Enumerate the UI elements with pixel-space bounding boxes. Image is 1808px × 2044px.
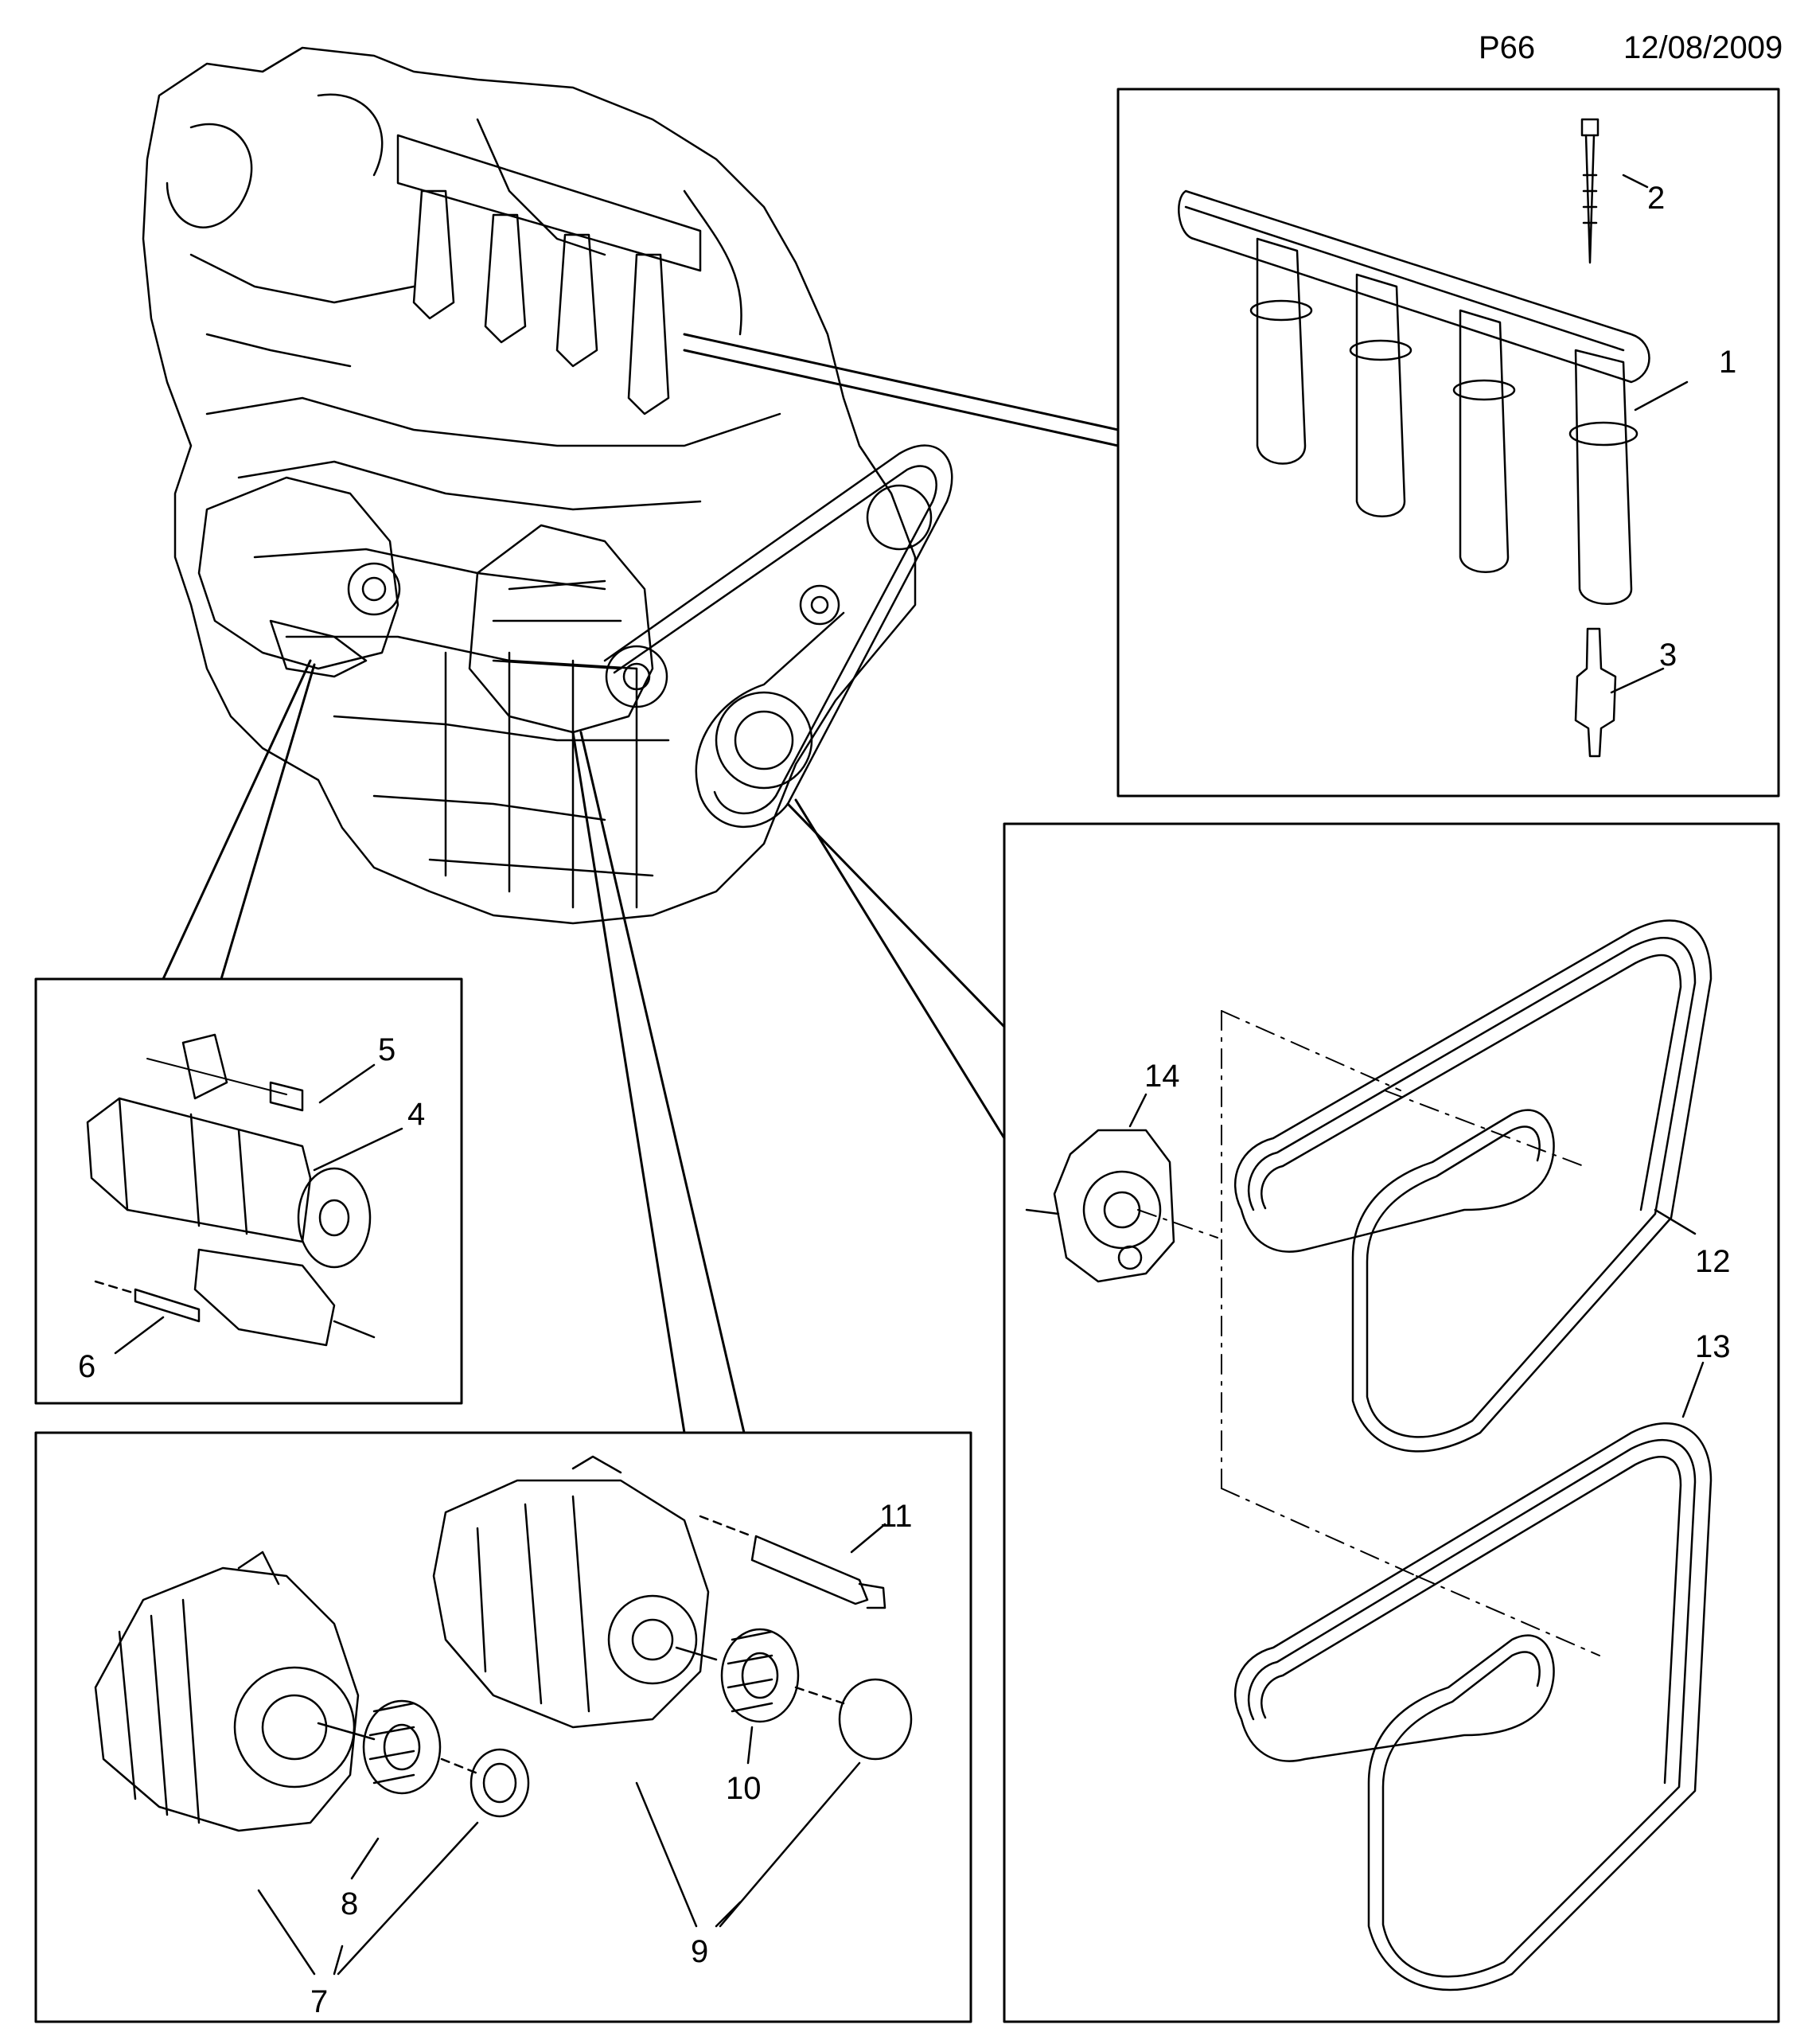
leader-11 bbox=[850, 1523, 886, 1554]
callout-6: 6 bbox=[78, 1349, 95, 1384]
callout-1: 1 bbox=[1719, 345, 1736, 380]
tensioner-illustration bbox=[1025, 1129, 1175, 1283]
callout-4: 4 bbox=[407, 1097, 425, 1132]
callout-7: 7 bbox=[310, 1984, 328, 2019]
callout-13: 13 bbox=[1695, 1329, 1731, 1364]
alternator-detail-box bbox=[34, 1431, 972, 2023]
callout-10: 10 bbox=[726, 1771, 762, 1806]
belt-detail-box bbox=[1003, 822, 1780, 2023]
leader-5 bbox=[318, 1063, 376, 1104]
leader-1 bbox=[1634, 380, 1689, 412]
leader-13 bbox=[1681, 1361, 1705, 1418]
belt-13-illustration bbox=[1233, 1422, 1713, 1991]
callout-9: 9 bbox=[691, 1934, 708, 1969]
callout-8: 8 bbox=[341, 1886, 358, 1921]
diagram-date: 12/08/2009 bbox=[1623, 30, 1783, 65]
callout-labels: 1 2 3 4 5 6 7 8 9 10 11 12 13 14 bbox=[78, 181, 1736, 2019]
alternator-right-illustration bbox=[432, 1455, 913, 1761]
engine-assembly-illustration bbox=[142, 46, 953, 925]
ignition-coil-illustration bbox=[1178, 118, 1650, 758]
callout-12: 12 bbox=[1695, 1244, 1731, 1279]
leader-2 bbox=[1622, 174, 1649, 189]
leader-12 bbox=[1654, 1208, 1697, 1235]
leader-lines bbox=[162, 333, 1120, 1434]
callout-5: 5 bbox=[378, 1032, 396, 1067]
leader-10 bbox=[746, 1726, 754, 1765]
starter-motor-illustration bbox=[86, 1033, 376, 1347]
starter-detail-box bbox=[34, 977, 463, 1405]
leader-8 bbox=[350, 1837, 380, 1880]
leader-9 bbox=[635, 1761, 861, 1928]
callout-3: 3 bbox=[1659, 638, 1677, 673]
leader-7 bbox=[257, 1821, 479, 1976]
alternator-left-illustration bbox=[94, 1551, 530, 1832]
leader-6 bbox=[114, 1316, 165, 1355]
page-code: P66 bbox=[1479, 30, 1536, 65]
leader-4 bbox=[313, 1127, 403, 1172]
callout-14: 14 bbox=[1144, 1059, 1180, 1094]
leader-3 bbox=[1610, 667, 1665, 694]
dashed-reference-lines bbox=[1137, 1010, 1417, 1577]
leader-14 bbox=[1128, 1093, 1148, 1128]
callout-11: 11 bbox=[879, 1499, 913, 1534]
ignition-detail-box bbox=[1116, 88, 1780, 798]
belt-12-illustration bbox=[1233, 919, 1713, 1453]
callout-2: 2 bbox=[1647, 181, 1665, 216]
